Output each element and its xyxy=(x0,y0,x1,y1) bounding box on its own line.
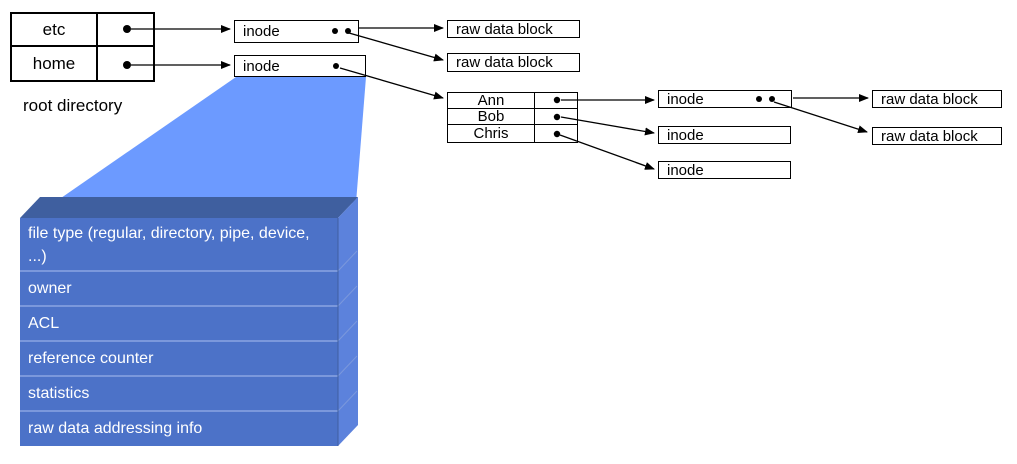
user-entry-pointer-cell-bob xyxy=(535,109,577,125)
inode-detail-row-acl: ACL xyxy=(28,315,60,332)
root-entry-pointer-cell-home xyxy=(98,47,153,80)
raw-data-block-4-label: raw data block xyxy=(881,127,978,145)
root-entry-pointer-cell-etc xyxy=(98,14,153,47)
inode-box-etc: inode xyxy=(234,20,359,43)
home-directory-table: Ann Bob Chris xyxy=(447,92,578,143)
inode-box-chris-label: inode xyxy=(667,161,704,179)
raw-data-block-2-label: raw data block xyxy=(456,54,553,71)
user-entry-name-chris: Chris xyxy=(448,125,535,142)
inode-detail-row-owner: owner xyxy=(28,280,72,297)
inode-box-etc-label: inode xyxy=(243,23,280,40)
raw-data-block-1: raw data block xyxy=(447,20,580,38)
raw-data-block-3-label: raw data block xyxy=(881,90,978,108)
inode-detail-row-dividers xyxy=(20,270,338,412)
inode-box-chris: inode xyxy=(658,161,791,179)
inode-box-home: inode xyxy=(234,55,366,77)
raw-data-block-4: raw data block xyxy=(872,127,1002,145)
inode-box-ann-label: inode xyxy=(667,90,704,108)
zoom-highlight-trapezoid xyxy=(48,77,366,207)
inode-detail-row-file-type: file type (regular, directory, pipe, dev… xyxy=(28,224,310,265)
user-entry-name-ann: Ann xyxy=(448,92,535,109)
inode-detail-row-reference-counter: reference counter xyxy=(28,350,154,367)
inode-box-bob-label: inode xyxy=(667,126,704,144)
root-entry-name-home: home xyxy=(12,47,98,80)
inode-detail-box-top-face xyxy=(20,197,358,218)
user-entry-pointer-cell-ann xyxy=(535,93,577,109)
user-entry-name-bob: Bob xyxy=(448,108,535,125)
raw-data-block-3: raw data block xyxy=(872,90,1002,108)
inode-detail-box-side-face xyxy=(338,197,358,446)
root-directory-table: etc home xyxy=(10,12,155,82)
user-entry-pointer-cell-chris xyxy=(535,125,577,142)
inode-detail-row-raw-data-addressing: raw data addressing info xyxy=(28,420,203,437)
inode-box-bob: inode xyxy=(658,126,791,144)
root-entry-name-etc: etc xyxy=(12,14,98,47)
inode-detail-box-front-face xyxy=(20,218,338,446)
inode-detail-side-divider-diagonals xyxy=(337,250,358,412)
inode-box-ann: inode xyxy=(658,90,792,108)
inode-detail-row-statistics: statistics xyxy=(28,385,90,402)
raw-data-block-1-label: raw data block xyxy=(456,20,553,38)
raw-data-block-2: raw data block xyxy=(447,53,580,72)
inode-box-home-label: inode xyxy=(243,57,280,75)
root-directory-caption: root directory xyxy=(23,96,123,115)
